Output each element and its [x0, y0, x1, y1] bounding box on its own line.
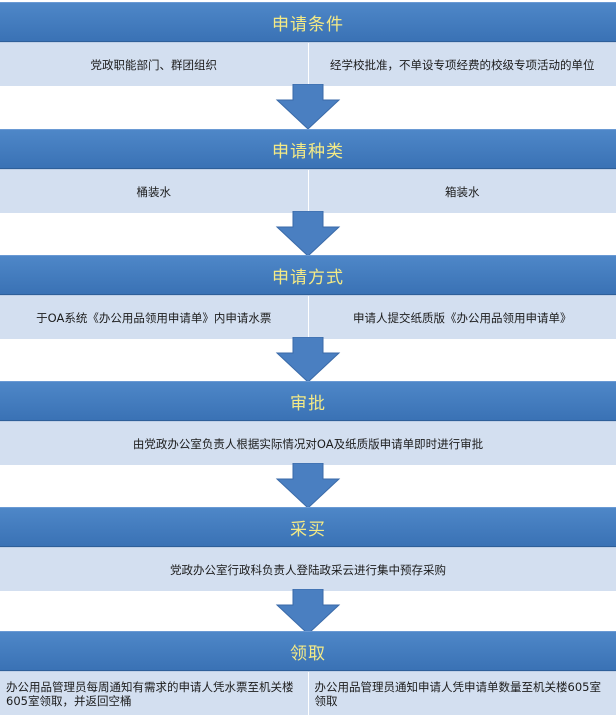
step-row: 党政办公室行政科负责人登陆政采云进行集中预存采购 — [0, 547, 616, 591]
step-header: 审批 — [0, 381, 616, 421]
step-apply-methods: 申请方式 于OA系统《办公用品领用申请单》内申请水票 申请人提交纸质版《办公用品… — [0, 255, 616, 339]
down-arrow-icon — [273, 463, 343, 509]
step-row: 党政职能部门、群团组织 经学校批准，不单设专项经费的校级专项活动的单位 — [0, 42, 616, 86]
step-approval: 审批 由党政办公室负责人根据实际情况对OA及纸质版申请单即时进行审批 — [0, 381, 616, 465]
step-row: 桶装水 箱装水 — [0, 169, 616, 213]
step-header: 申请种类 — [0, 129, 616, 169]
step-cell: 党政办公室行政科负责人登陆政采云进行集中预存采购 — [0, 548, 616, 591]
down-arrow-icon — [273, 337, 343, 383]
down-arrow-icon — [273, 84, 343, 130]
down-arrow-icon — [273, 211, 343, 257]
step-cell: 箱装水 — [308, 170, 616, 213]
step-cell: 申请人提交纸质版《办公用品领用申请单》 — [308, 296, 616, 339]
step-cell: 党政职能部门、群团组织 — [0, 43, 308, 86]
step-row: 办公用品管理员每周通知有需求的申请人凭水票至机关楼605室领取，并返回空桶 办公… — [0, 671, 616, 715]
down-arrow-icon — [273, 589, 343, 635]
step-header: 申请方式 — [0, 255, 616, 295]
step-cell: 办公用品管理员每周通知有需求的申请人凭水票至机关楼605室领取，并返回空桶 — [0, 672, 308, 715]
step-row: 于OA系统《办公用品领用申请单》内申请水票 申请人提交纸质版《办公用品领用申请单… — [0, 295, 616, 339]
step-apply-conditions: 申请条件 党政职能部门、群团组织 经学校批准，不单设专项经费的校级专项活动的单位 — [0, 2, 616, 86]
step-purchase: 采买 党政办公室行政科负责人登陆政采云进行集中预存采购 — [0, 507, 616, 591]
step-cell: 桶装水 — [0, 170, 308, 213]
step-header: 领取 — [0, 631, 616, 671]
step-header: 采买 — [0, 507, 616, 547]
step-cell: 由党政办公室负责人根据实际情况对OA及纸质版申请单即时进行审批 — [0, 422, 616, 465]
step-cell: 办公用品管理员通知申请人凭申请单数量至机关楼605室领取 — [308, 672, 616, 715]
step-row: 由党政办公室负责人根据实际情况对OA及纸质版申请单即时进行审批 — [0, 421, 616, 465]
step-cell: 于OA系统《办公用品领用申请单》内申请水票 — [0, 296, 308, 339]
step-header: 申请条件 — [0, 2, 616, 42]
step-cell: 经学校批准，不单设专项经费的校级专项活动的单位 — [308, 43, 616, 86]
step-pickup: 领取 办公用品管理员每周通知有需求的申请人凭水票至机关楼605室领取，并返回空桶… — [0, 631, 616, 715]
step-apply-types: 申请种类 桶装水 箱装水 — [0, 129, 616, 213]
